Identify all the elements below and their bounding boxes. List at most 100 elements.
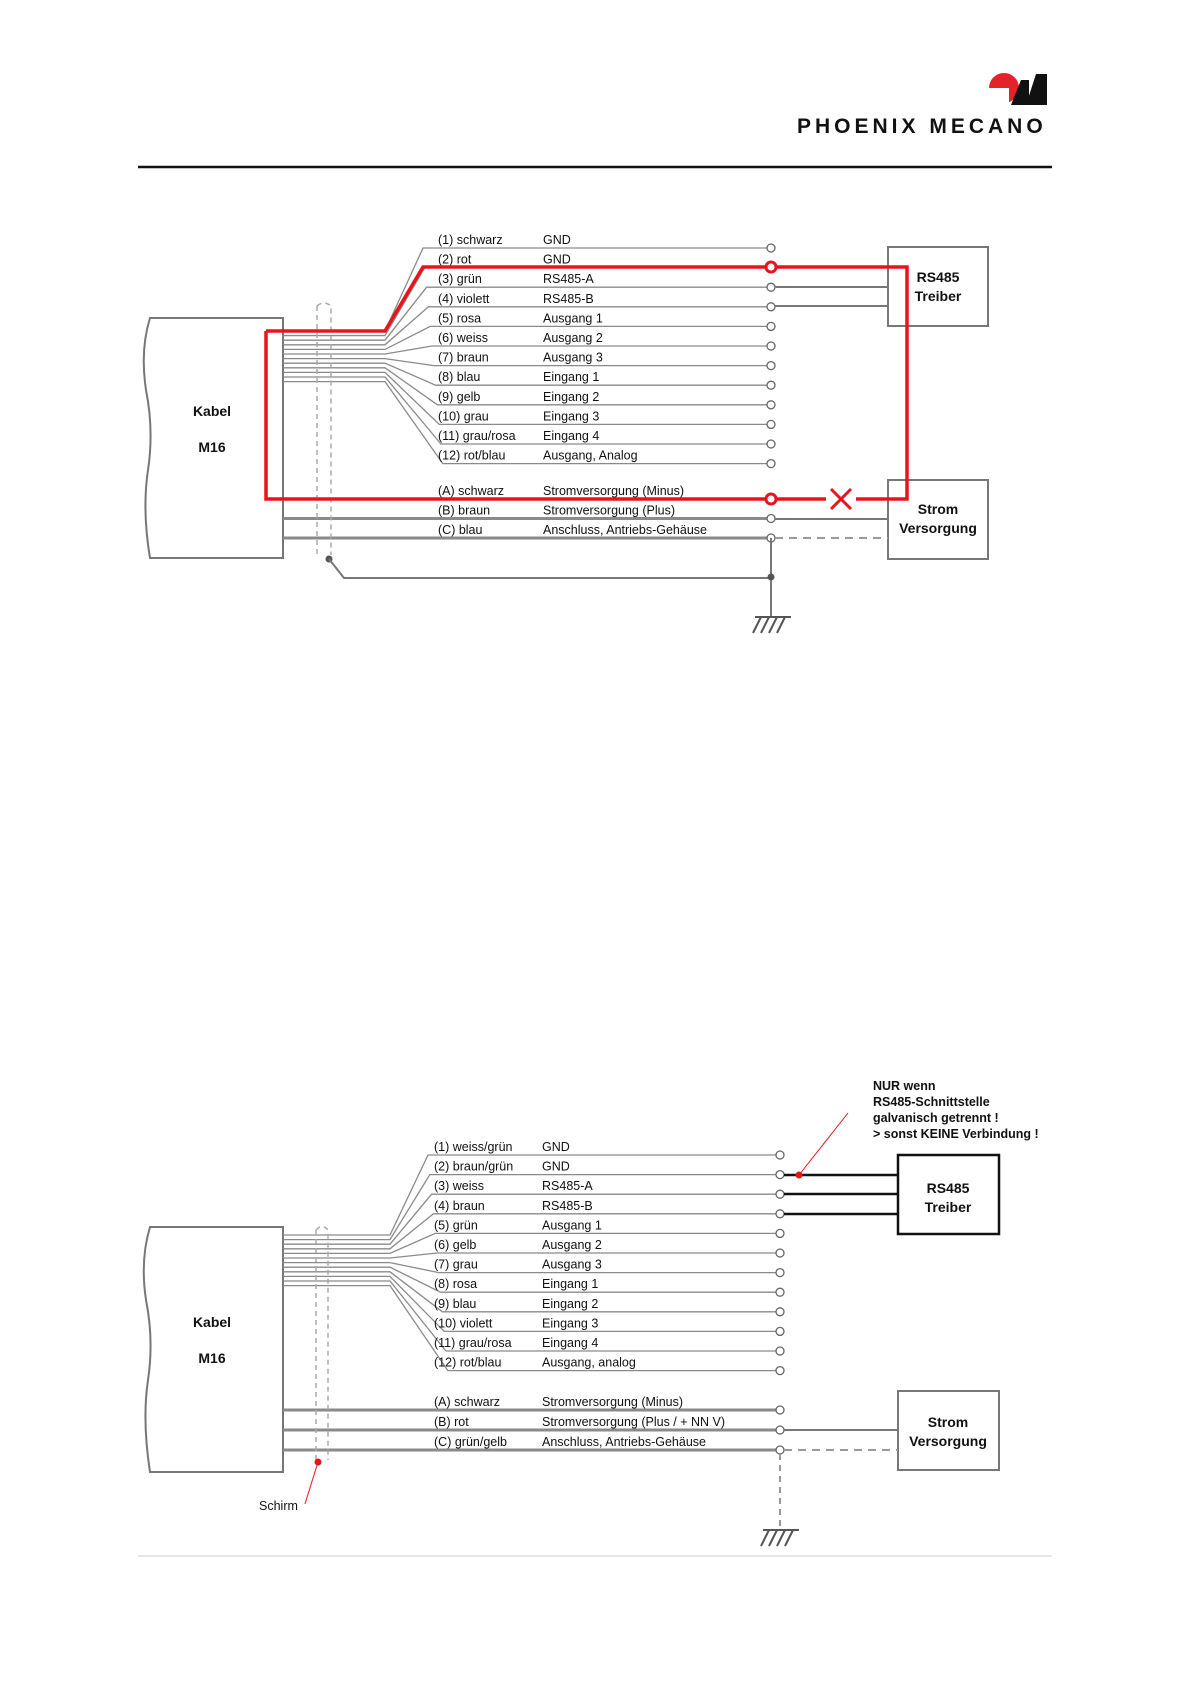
terminal-point [775, 1267, 785, 1278]
terminal-point [766, 243, 776, 253]
signal-wire [283, 1271, 776, 1313]
terminal-point [775, 1326, 785, 1337]
wire-color-label: (7) braun [438, 351, 489, 365]
terminal-point [775, 1228, 785, 1239]
wire-function-label: RS485-B [542, 1199, 593, 1213]
terminal-point [775, 1169, 785, 1180]
highlight-node-minus [764, 492, 778, 506]
terminal-point [766, 360, 776, 371]
rs485-driver-box [887, 246, 989, 327]
wire-function-label: GND [542, 1160, 570, 1174]
cable-label-kabel: Kabel [193, 1314, 231, 1330]
wire-function-label: Ausgang 1 [542, 1218, 602, 1232]
signal-wire [283, 1284, 776, 1372]
cable-label-kabel: Kabel [193, 403, 231, 419]
cable-m16-block [142, 317, 284, 559]
wire-function-label: Stromversorgung (Minus) [542, 1395, 683, 1409]
wire-color-label: (10) violett [434, 1316, 493, 1330]
wire-function-label: Anschluss, Antriebs-Gehäuse [543, 523, 707, 537]
terminal-point [766, 400, 776, 410]
signal-wire [283, 1213, 776, 1250]
signal-wire [283, 1173, 776, 1241]
cable-m16-block [142, 1226, 284, 1473]
highlight-node-gnd [764, 260, 778, 274]
wire-color-label: (1) weiss/grün [434, 1140, 513, 1154]
wire-color-label: (4) braun [434, 1199, 485, 1213]
terminal-point [766, 341, 776, 351]
shield-drain-wire [328, 558, 771, 579]
shield-callout-line [304, 1461, 319, 1505]
warning-note: NUR wenn RS485-Schnittstelle galvanisch … [873, 1079, 1039, 1141]
wire-color-label: (B) braun [438, 504, 490, 518]
note-line-4: > sonst KEINE Verbindung ! [873, 1127, 1039, 1141]
wire-function-label: Ausgang 2 [543, 331, 603, 345]
terminal-point [766, 380, 776, 390]
rs485-box-line2: Treiber [915, 288, 962, 304]
highlight-loop-left [264, 331, 771, 501]
wire-function-label: RS485-B [543, 292, 594, 306]
wire-color-label: (9) gelb [438, 390, 480, 404]
wire-function-label: GND [543, 233, 571, 247]
wire-color-label: (C) blau [438, 523, 483, 537]
signal-wire [283, 1280, 776, 1352]
wire-color-label: (3) weiss [434, 1179, 484, 1193]
wire-color-label: (5) rosa [438, 311, 481, 325]
wire-function-label: Eingang 4 [542, 1336, 598, 1350]
wire-color-label: (3) grün [438, 272, 482, 286]
signal-wire [283, 266, 767, 337]
terminal-point [766, 513, 776, 524]
logo-black-peak-right [1026, 74, 1047, 105]
terminal-point [775, 1445, 785, 1455]
wire-function-label: Eingang 2 [542, 1297, 598, 1311]
terminal-point [775, 1307, 785, 1317]
wire-color-label: (2) braun/grün [434, 1160, 513, 1174]
wire-function-label: Eingang 1 [543, 370, 599, 384]
wire-color-label: (11) grau/rosa [434, 1336, 512, 1350]
wire-function-label: Ausgang 1 [543, 311, 603, 325]
shield-1 [316, 302, 332, 555]
rs485-driver-box [896, 1153, 1001, 1236]
wire-function-label: Stromversorgung (Plus / + NN V) [542, 1415, 725, 1429]
wire-color-label: (6) gelb [434, 1238, 476, 1252]
signal-wire [283, 1232, 776, 1255]
highlight-loop-top [266, 265, 771, 333]
terminal-point [766, 302, 776, 312]
wire-color-label: (10) grau [438, 409, 489, 423]
signal-wire [283, 1252, 776, 1259]
terminal-point [766, 321, 776, 332]
terminal-point [766, 458, 776, 469]
ground-node [767, 573, 775, 581]
cable-label-m16: M16 [198, 439, 225, 455]
terminal-point [775, 1150, 785, 1160]
note-line-3: galvanisch getrennt ! [873, 1111, 999, 1125]
wire-function-label: Eingang 2 [543, 390, 599, 404]
shield-2 [315, 1225, 329, 1460]
terminal-point [775, 1248, 785, 1258]
ground-icon [760, 1529, 799, 1547]
terminal-point [766, 282, 776, 292]
wire-function-label: Ausgang 3 [542, 1258, 602, 1272]
terminal-point [775, 1287, 785, 1297]
signal-wire [283, 380, 767, 465]
wire-function-label: Anschluss, Antriebs-Gehäuse [542, 1435, 706, 1449]
shield-label: Schirm [259, 1499, 298, 1513]
power-box-line2: Versorgung [899, 520, 977, 536]
terminal-point [775, 1209, 785, 1219]
power-supply-box [897, 1390, 1000, 1471]
wire-function-label: Ausgang, analog [542, 1356, 636, 1370]
signal-wire [283, 1275, 776, 1333]
signal-wire [283, 1266, 776, 1293]
signal-wire [283, 362, 767, 386]
wire-color-label: (12) rot/blau [438, 449, 505, 463]
terminal-point [775, 1425, 785, 1435]
wire-color-label: (4) violett [438, 292, 490, 306]
wire-color-label: (8) rosa [434, 1277, 477, 1291]
signal-wire [283, 306, 767, 346]
wire-function-label: Ausgang 2 [542, 1238, 602, 1252]
wire-color-label: (1) schwarz [438, 233, 503, 247]
